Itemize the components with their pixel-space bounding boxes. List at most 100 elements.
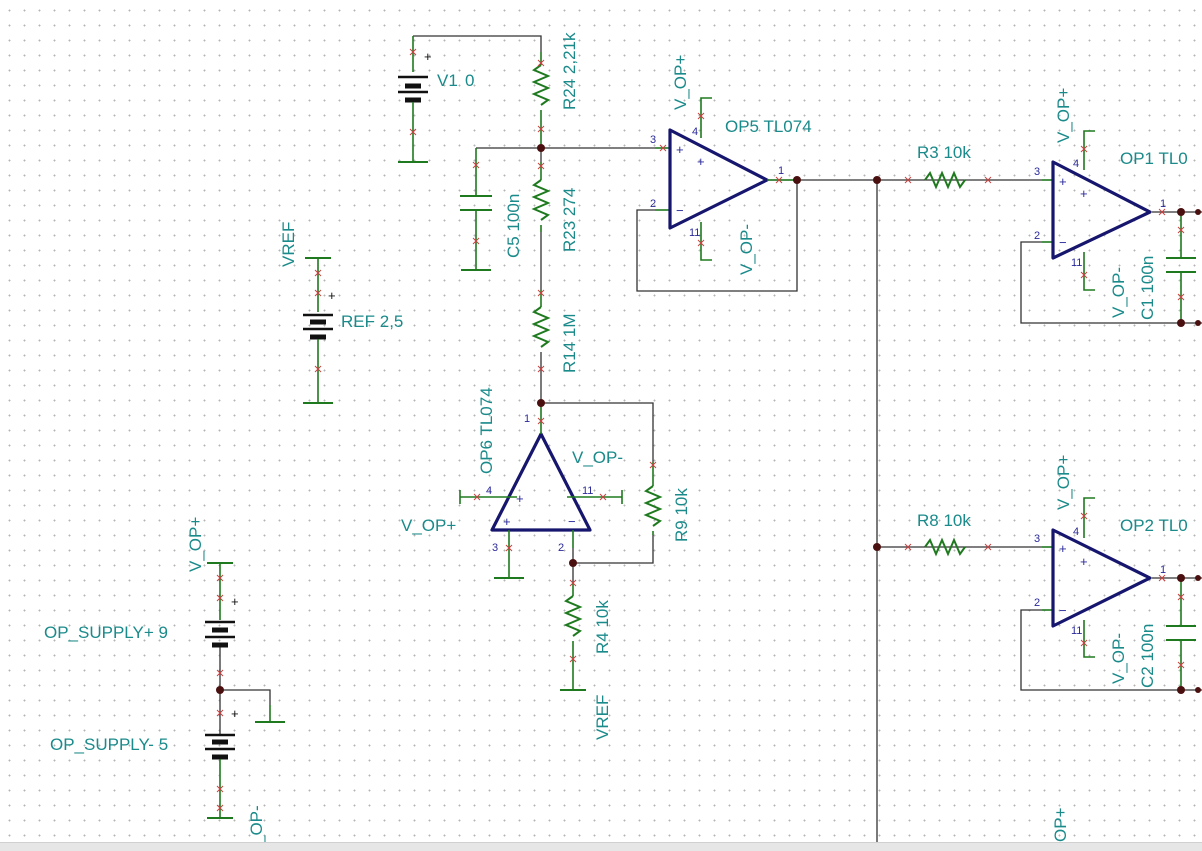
battery-v1[interactable]: + V1 0 <box>398 36 474 163</box>
opamp-op2[interactable]: + − + 3 2 4 11 1 V_OP+ V_OP- OP2 TL0 <box>1034 455 1188 684</box>
op-supply-plus-net-label: V_OP+ <box>186 517 205 572</box>
resistor-r4[interactable]: R4 10k VREF <box>560 579 612 740</box>
op1-pin11: 11 <box>1071 257 1082 269</box>
op-supply-plus-label: OP_SUPPLY+ 9 <box>44 623 168 642</box>
opamp-op6[interactable]: + − + 1 4 11 3 2 V_OP- V_OP+ OP6 TL074 <box>401 387 623 579</box>
op1-vpos-label: V_OP+ <box>1054 88 1073 143</box>
op2-pin11: 11 <box>1071 625 1082 637</box>
op1-pin1: 1 <box>1160 198 1166 210</box>
op2-model: TL0 <box>1158 516 1187 535</box>
ref-source-ref: REF <box>341 312 375 331</box>
r23-label: R23 274 <box>560 188 579 252</box>
r14-value: 1M <box>560 313 579 337</box>
op2-plus-sign: + <box>1059 541 1067 556</box>
op5-minus-sign: − <box>676 203 684 218</box>
op1-pin4: 4 <box>1073 158 1079 170</box>
bottom-right-net-label: OP+ <box>1051 807 1070 842</box>
op1-vplus-sign: + <box>1080 186 1088 201</box>
junction-node <box>1177 208 1185 216</box>
r14-label: R14 1M <box>560 313 579 373</box>
r9-value: 10k <box>672 488 691 516</box>
junction-node <box>537 144 545 152</box>
r3-label: R3 10k <box>917 143 971 162</box>
junction-node <box>1195 209 1201 215</box>
c2-value: 100n <box>1138 624 1157 662</box>
op6-plus-sign: + <box>503 514 511 529</box>
op5-vplus-sign: + <box>697 154 705 169</box>
r9-ref: R9 <box>672 520 691 542</box>
r3-ref: R3 <box>917 143 939 162</box>
capacitor-c5[interactable]: C5 100n <box>460 148 523 271</box>
op-supply-minus-ref: OP_SUPPLY- <box>50 735 154 754</box>
op5-vneg-label: V_OP- <box>737 224 756 275</box>
op5-vpos-label: V_OP+ <box>671 55 690 110</box>
c5-value: 100n <box>504 194 523 232</box>
resistor-r8[interactable]: R8 10k <box>904 511 992 557</box>
junction-node <box>216 686 224 694</box>
op2-pin1: 1 <box>1160 564 1166 576</box>
op2-pin4: 4 <box>1073 526 1079 538</box>
r8-ref: R8 <box>917 511 939 530</box>
op5-pin3: 3 <box>650 134 656 146</box>
r8-label: R8 10k <box>917 511 971 530</box>
r23-value: 274 <box>560 188 579 216</box>
op5-pin11: 11 <box>689 227 700 239</box>
r24-label: R24 2,21k <box>560 32 579 110</box>
r4-vref-net-label: VREF <box>593 695 612 740</box>
op6-pin3: 3 <box>492 542 498 554</box>
op2-pin2: 2 <box>1034 597 1040 609</box>
op1-plus-sign: + <box>1059 174 1067 189</box>
op6-model: TL074 <box>477 387 496 435</box>
op5-label: OP5 TL074 <box>725 117 812 136</box>
ref-plus-sign: + <box>328 288 336 303</box>
horizontal-scrollbar[interactable] <box>0 842 1202 851</box>
reference-source[interactable]: VREF + REF 2,5 <box>279 222 404 404</box>
opamp-op1[interactable]: + − + 3 2 4 11 1 V_OP+ V_OP- OP1 TL0 <box>1034 88 1188 318</box>
op6-vneg-label: V_OP- <box>572 448 623 467</box>
opamp-op5[interactable]: + − + 3 2 4 11 1 V_OP+ V_OP- OP5 TL074 <box>650 55 812 275</box>
c2-ref: C2 <box>1138 666 1157 688</box>
op5-pin4: 4 <box>692 126 698 138</box>
battery-v1-value: 0 <box>465 71 474 90</box>
op6-pin1: 1 <box>524 413 530 425</box>
op6-label: OP6 TL074 <box>477 387 496 474</box>
c5-ref: C5 <box>504 236 523 258</box>
op5-model: TL074 <box>763 117 811 136</box>
op-supply-plus-value: 9 <box>159 623 168 642</box>
op-supply-positive[interactable]: V_OP+ + OP_SUPPLY+ 9 <box>44 517 239 677</box>
resistor-r14[interactable]: R14 1M <box>531 289 579 373</box>
c1-value: 100n <box>1138 256 1157 294</box>
op1-pin2: 2 <box>1034 230 1040 242</box>
junction-node <box>569 559 577 567</box>
wires <box>219 35 1202 842</box>
junction-node <box>1177 574 1185 582</box>
junction-node <box>873 176 881 184</box>
ref-source-value: 2,5 <box>380 312 404 331</box>
op-supply-plus-sign: + <box>231 594 239 609</box>
c2-label: C2 100n <box>1138 624 1157 688</box>
capacitor-c2[interactable]: C2 100n <box>1138 578 1196 690</box>
resistor-r23[interactable]: R23 274 <box>531 162 579 252</box>
op6-vpos-label: V_OP+ <box>401 516 456 535</box>
op6-vplus-sign: + <box>516 491 524 506</box>
c1-ref: C1 <box>1138 298 1157 320</box>
r4-ref: R4 <box>593 632 612 654</box>
junction-node <box>1195 687 1201 693</box>
capacitor-c1[interactable]: C1 100n <box>1138 212 1196 323</box>
r23-ref: R23 <box>560 221 579 252</box>
op-supply-negative[interactable]: + OP_SUPPLY- 5 _OP- <box>50 706 266 846</box>
battery-plus-sign: + <box>424 49 432 64</box>
resistor-r9[interactable]: R9 10k <box>643 461 691 542</box>
r8-value: 10k <box>943 511 971 530</box>
bottom-net-fragment: OP+ <box>1051 807 1070 842</box>
junction-nodes <box>216 144 1201 694</box>
r4-label: R4 10k <box>593 600 612 654</box>
op1-minus-sign: − <box>1059 235 1067 250</box>
r3-value: 10k <box>943 143 971 162</box>
battery-v1-ref: V1 <box>437 71 458 90</box>
op2-vneg-label: V_OP- <box>1109 633 1128 684</box>
op5-pin1: 1 <box>778 165 784 177</box>
resistor-r24[interactable]: R24 2,21k <box>531 32 579 148</box>
resistor-r3[interactable]: R3 10k <box>904 143 992 190</box>
